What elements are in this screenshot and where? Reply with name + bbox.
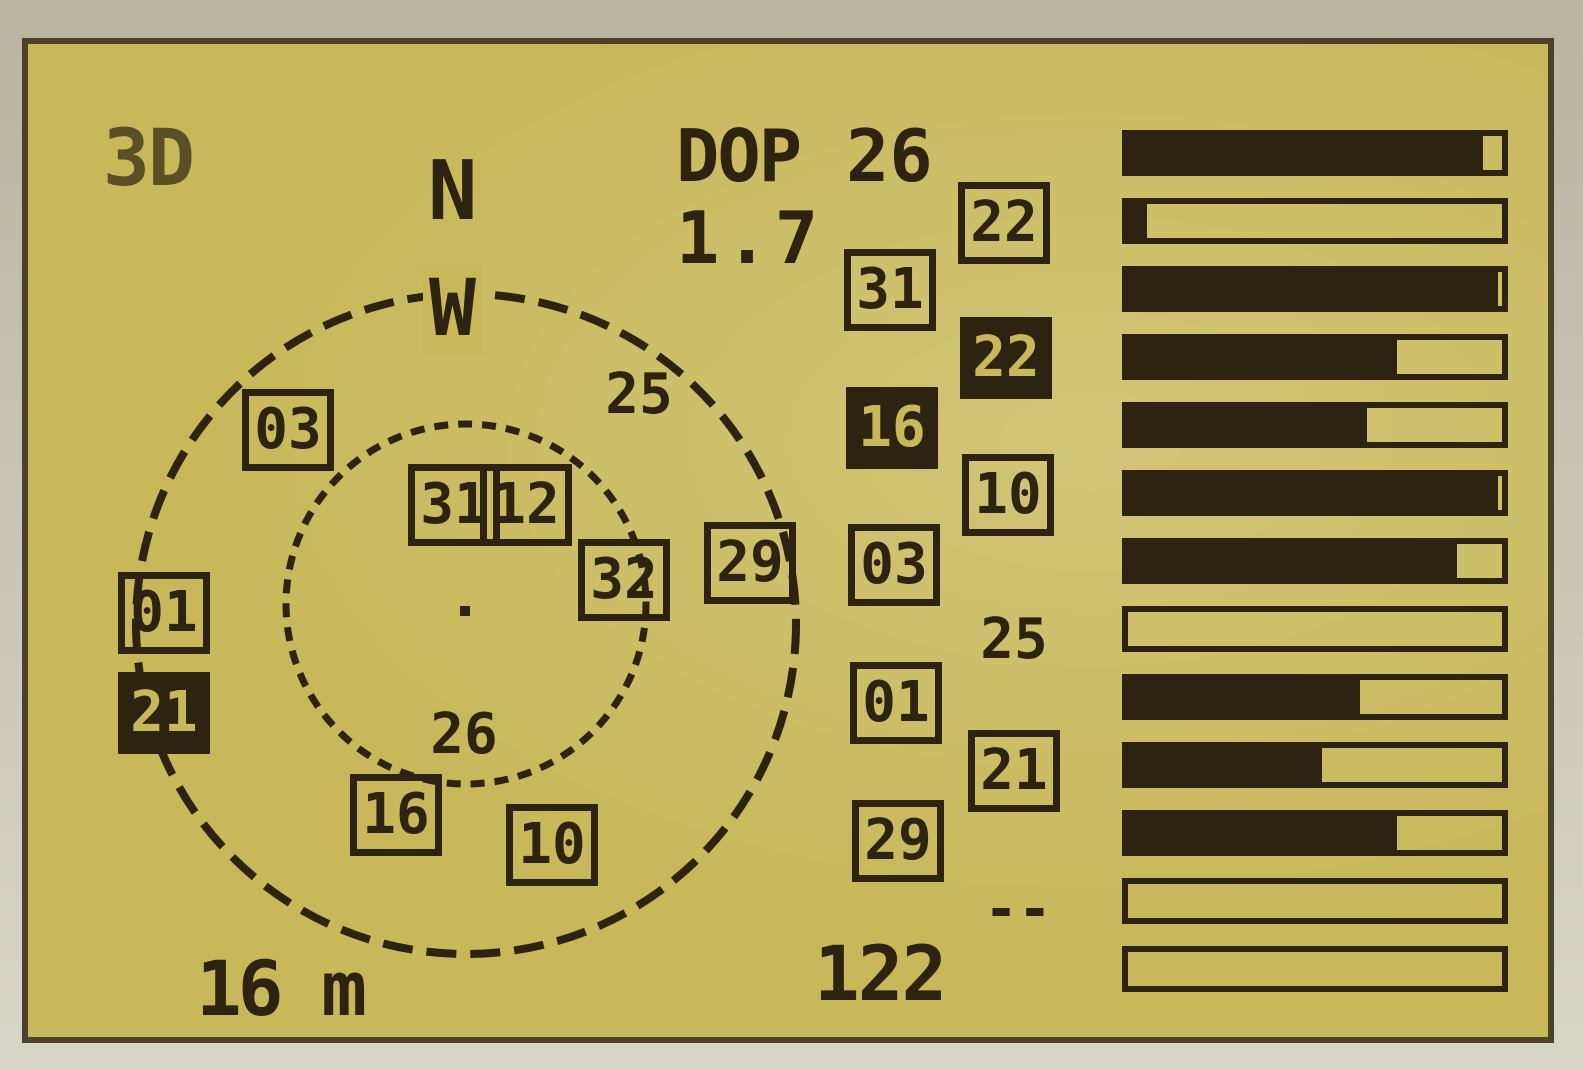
skyplot-satellite: 10 [506, 804, 598, 886]
skyplot-satellite: 01 [118, 572, 210, 654]
compass-label-west: W [423, 264, 482, 354]
signal-bar-fill [1128, 204, 1147, 238]
signal-bar-fill [1128, 408, 1368, 442]
skyplot-satellite-unboxed: 25 [605, 362, 673, 427]
sat-list-item: 03 [848, 524, 940, 606]
signal-bar-fill [1128, 816, 1398, 850]
sat-list-item: 22 [960, 317, 1052, 399]
signal-bar [1122, 266, 1508, 312]
dop-label: DOP [676, 114, 802, 198]
altitude-readout: 122 [814, 929, 947, 1018]
dop-value: 1.7 [676, 196, 825, 280]
signal-bar-fill [1128, 340, 1398, 374]
signal-bar-fill [1128, 748, 1323, 782]
signal-bar-fill [1128, 680, 1360, 714]
signal-bar [1122, 402, 1508, 448]
sat-list-item: 10 [962, 454, 1054, 536]
signal-bar [1122, 130, 1508, 176]
signal-bar-fill [1128, 136, 1484, 170]
signal-bar [1122, 198, 1508, 244]
signal-bar [1122, 470, 1508, 516]
signal-bar [1122, 946, 1508, 992]
signal-bar-fill [1128, 544, 1458, 578]
skyplot-satellite-unboxed: 26 [430, 702, 498, 767]
signal-bar-fill [1128, 272, 1499, 306]
lcd-screen: 3D N DOP 1.7 26 W 03 31 12 32 29 01 21 1… [22, 38, 1554, 1043]
signal-bar [1122, 810, 1508, 856]
skyplot-satellite: 32 [578, 539, 670, 621]
skyplot-satellite: 03 [242, 389, 334, 471]
sat-list-item: 01 [850, 662, 942, 744]
sat-list-item: 21 [968, 730, 1060, 812]
sat-list-item: 22 [958, 182, 1050, 264]
signal-bar [1122, 538, 1508, 584]
sat-list-item: 25 [980, 607, 1048, 672]
accuracy-readout: 16 m [196, 944, 367, 1033]
skyplot-satellite: 16 [350, 774, 442, 856]
skyplot-satellite: 31 [408, 464, 500, 546]
signal-bar [1122, 674, 1508, 720]
sat-list-item: -- [984, 877, 1052, 942]
skyplot-satellite: 12 [480, 464, 572, 546]
signal-bar [1122, 742, 1508, 788]
sat-list-item: 16 [846, 387, 938, 469]
sat-list-item: 31 [844, 249, 936, 331]
signal-bar-fill [1128, 476, 1499, 510]
skyplot-satellite: 21 [118, 672, 210, 754]
north-label: N [428, 144, 478, 239]
satellite-count-top: 26 [846, 114, 933, 198]
signal-bar [1122, 878, 1508, 924]
fix-mode-label: 3D [103, 114, 195, 204]
signal-bar [1122, 606, 1508, 652]
sat-list-item: 29 [852, 800, 944, 882]
skyplot-satellite: 29 [704, 522, 796, 604]
signal-bar [1122, 334, 1508, 380]
